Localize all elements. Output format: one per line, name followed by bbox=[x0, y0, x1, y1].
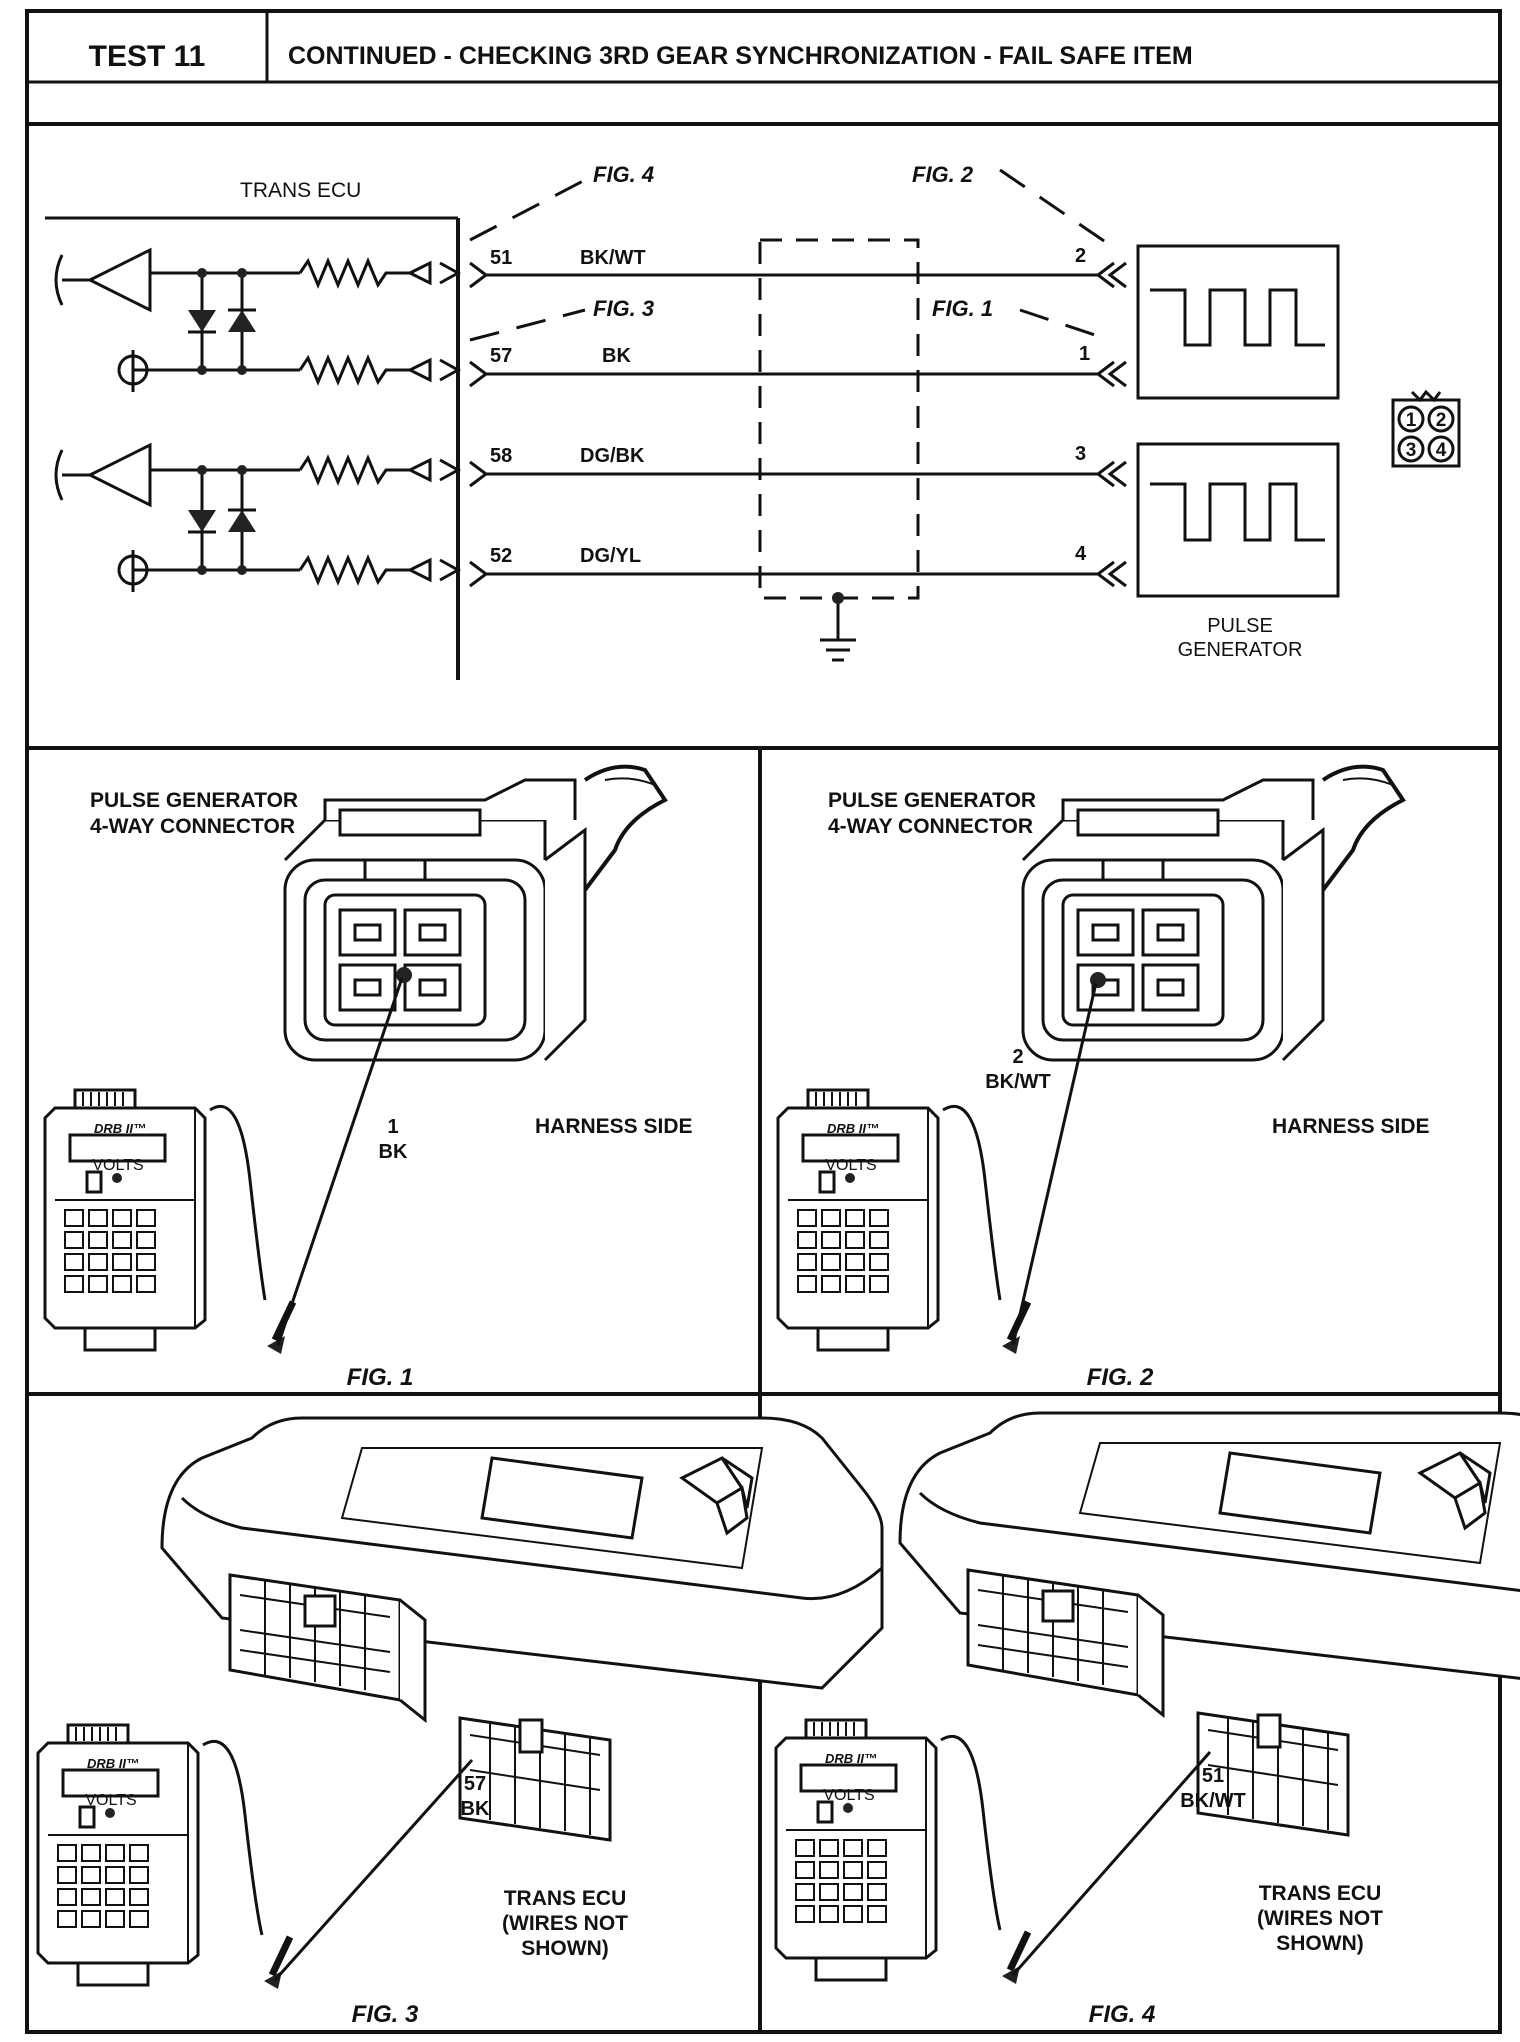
fig3-panel: 57 BK TRANS ECU (WIRES NOT SHOWN) DRB II… bbox=[36, 1416, 884, 2028]
wire-color-52: DG/YL bbox=[580, 545, 641, 567]
fig4-ecu-label-2: (WIRES NOT bbox=[1257, 1907, 1383, 1930]
wire-color-57: BK bbox=[602, 345, 631, 367]
fig4-tester-brand: DRB II™ bbox=[825, 1751, 877, 1766]
fig3-ecu-label-3: SHOWN) bbox=[521, 1937, 609, 1960]
fig2-ref: FIG. 2 bbox=[912, 162, 974, 187]
fig1-title-1: PULSE GENERATOR bbox=[90, 789, 298, 812]
gen-pin-1: 1 bbox=[1079, 343, 1090, 365]
fig3-small-connector bbox=[458, 1716, 612, 1842]
page-title: CONTINUED - CHECKING 3RD GEAR SYNCHRONIZ… bbox=[288, 42, 1193, 70]
fig2-probe-pin: 2 bbox=[1012, 1046, 1023, 1068]
wire-run-51 bbox=[469, 261, 1127, 289]
gen-pin-3: 3 bbox=[1075, 443, 1086, 465]
gen-pin-4: 4 bbox=[1075, 543, 1087, 565]
fig4-ref: FIG. 4 bbox=[593, 162, 654, 187]
fig4-ecu-label-3: SHOWN) bbox=[1276, 1932, 1364, 1955]
wire-color-58: DG/BK bbox=[580, 445, 645, 467]
ground-icon bbox=[820, 638, 856, 662]
fig2-tester-brand: DRB II™ bbox=[827, 1121, 879, 1136]
fig1-caption: FIG. 1 bbox=[347, 1364, 414, 1391]
fig1-panel: PULSE GENERATOR 4-WAY CONNECTOR HARNESS … bbox=[43, 764, 693, 1391]
fig2-caption: FIG. 2 bbox=[1087, 1364, 1154, 1391]
fig4-probe-wire: BK/WT bbox=[1180, 1790, 1246, 1812]
pulse-generator-upper bbox=[1136, 244, 1340, 400]
fig2-probe-wire: BK/WT bbox=[985, 1071, 1051, 1093]
generator-label-1: PULSE bbox=[1207, 615, 1273, 637]
fig4-ecu-label-1: TRANS ECU bbox=[1259, 1882, 1382, 1905]
shield-box bbox=[758, 238, 920, 600]
fig1-side-label: HARNESS SIDE bbox=[535, 1115, 693, 1138]
connector-pinout-icon: 1 2 3 4 bbox=[1391, 389, 1461, 468]
fig1-probe-point bbox=[396, 967, 412, 983]
fig4-tester-mode: VOLTS bbox=[823, 1787, 874, 1804]
fig3-tester-brand: DRB II™ bbox=[87, 1756, 139, 1771]
fig3-probe-wire: BK bbox=[461, 1798, 490, 1820]
fig1-probe-wire: BK bbox=[379, 1141, 408, 1163]
fig4-small-connector bbox=[1196, 1711, 1350, 1837]
fig2-title-2: 4-WAY CONNECTOR bbox=[828, 815, 1033, 838]
fig4-panel: 51 BK/WT TRANS ECU (WIRES NOT SHOWN) DRB… bbox=[774, 1411, 1520, 2028]
fig4-caption: FIG. 4 bbox=[1089, 2001, 1156, 2028]
pulse-generator-lower bbox=[1136, 442, 1340, 598]
fig3-caption: FIG. 3 bbox=[352, 2001, 419, 2028]
fig2-probe-point bbox=[1090, 972, 1106, 988]
fig2-title-1: PULSE GENERATOR bbox=[828, 789, 1036, 812]
fig4-probe-pin: 51 bbox=[1202, 1765, 1224, 1787]
fig2-panel: PULSE GENERATOR 4-WAY CONNECTOR 2 BK/WT … bbox=[776, 764, 1430, 1391]
ecu-label: TRANS ECU bbox=[240, 179, 361, 202]
test-label: TEST 11 bbox=[89, 40, 206, 73]
fig4-large-connector bbox=[966, 1568, 1165, 1719]
wiring-schematic: TRANS ECU bbox=[45, 162, 1461, 680]
fig3-probe-pin: 57 bbox=[464, 1773, 486, 1795]
fig2-tester-mode: VOLTS bbox=[825, 1157, 876, 1174]
fig1-tester-mode: VOLTS bbox=[92, 1157, 143, 1174]
generator-label-2: GENERATOR bbox=[1178, 639, 1303, 661]
wire-color-51: BK/WT bbox=[580, 247, 646, 269]
fig3-ecu-label-1: TRANS ECU bbox=[504, 1887, 627, 1910]
wire-run-58 bbox=[469, 460, 1127, 488]
ecu-pin-58: 58 bbox=[490, 445, 512, 467]
fig3-tester-mode: VOLTS bbox=[85, 1792, 136, 1809]
ecu-pin-52: 52 bbox=[490, 545, 512, 567]
fig1-ref: FIG. 1 bbox=[932, 296, 993, 321]
gen-pin-2: 2 bbox=[1075, 245, 1086, 267]
pinout-1: 1 bbox=[1406, 410, 1417, 431]
pinout-4: 4 bbox=[1436, 440, 1447, 461]
fig1-title-2: 4-WAY CONNECTOR bbox=[90, 815, 295, 838]
fig3-large-connector bbox=[228, 1573, 427, 1724]
ecu-pin-51: 51 bbox=[490, 247, 512, 269]
pinout-2: 2 bbox=[1436, 410, 1447, 431]
pinout-3: 3 bbox=[1406, 440, 1417, 461]
fig3-ecu-label-2: (WIRES NOT bbox=[502, 1912, 628, 1935]
fig3-ref: FIG. 3 bbox=[593, 296, 654, 321]
fig2-side-label: HARNESS SIDE bbox=[1272, 1115, 1430, 1138]
fig1-connector bbox=[283, 764, 667, 1062]
wire-run-57 bbox=[469, 360, 1127, 388]
fig1-tester-brand: DRB II™ bbox=[94, 1121, 146, 1136]
fig2-connector bbox=[1021, 764, 1405, 1062]
wire-run-52 bbox=[469, 560, 1127, 588]
ecu-pin-57: 57 bbox=[490, 345, 512, 367]
fig1-probe-pin: 1 bbox=[387, 1116, 398, 1138]
